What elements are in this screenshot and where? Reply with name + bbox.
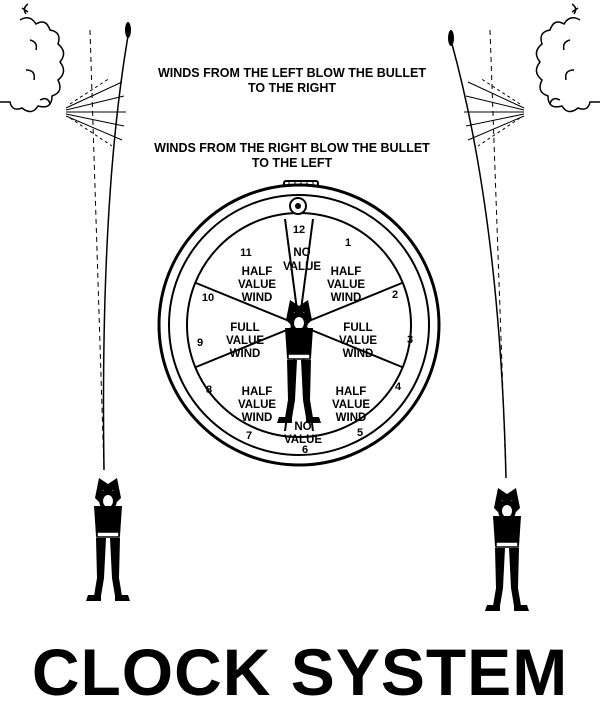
segment-label: WIND (242, 292, 273, 304)
segment-no-value-top: NO VALUE (283, 247, 321, 273)
left-bullet-trajectory (89, 29, 129, 471)
segment-full-value-right: FULL VALUE WIND (339, 322, 377, 360)
dial-number-8: 8 (206, 384, 212, 396)
left-wind-lines (65, 77, 126, 147)
dial-number-11: 11 (240, 247, 252, 259)
segment-label: VALUE (339, 335, 377, 347)
segment-label: VALUE (284, 434, 322, 446)
segment-no-value-bottom: NO VALUE (284, 421, 322, 446)
segment-label: HALF (242, 386, 273, 398)
left-wind-caption-line-2: TO THE RIGHT (248, 81, 336, 95)
right-shooter-figure (484, 487, 530, 612)
dial-number-4: 4 (395, 381, 402, 393)
segment-full-value-left: FULL VALUE WIND (226, 322, 264, 360)
watch-lug-pin (295, 203, 301, 209)
segment-label: HALF (331, 266, 362, 278)
segment-label: HALF (242, 266, 273, 278)
segment-label: FULL (230, 322, 259, 334)
right-bullet-trajectory (451, 29, 507, 479)
left-shooter-figure (85, 477, 131, 602)
page-title: CLOCK SYSTEM (31, 635, 569, 709)
segment-label: WIND (336, 412, 367, 424)
segment-label: NO (293, 247, 310, 259)
right-wind-caption-line-2: TO THE LEFT (252, 156, 333, 170)
segment-label: VALUE (327, 279, 365, 291)
segment-label: VALUE (238, 399, 276, 411)
segment-label: WIND (230, 348, 261, 360)
segment-half-value-upper-right: HALF VALUE WIND (327, 266, 365, 304)
segment-label: HALF (336, 386, 367, 398)
dial-number-1: 1 (345, 237, 351, 249)
segment-half-value-lower-right: HALF VALUE WIND (332, 386, 370, 424)
dial-number-12: 12 (293, 224, 305, 236)
segment-half-value-lower-left: HALF VALUE WIND (238, 386, 276, 424)
segment-label: VALUE (238, 279, 276, 291)
dial-numbers: 12 1 2 3 4 5 6 7 8 9 10 11 (197, 224, 413, 456)
dial-number-7: 7 (246, 430, 252, 442)
dial-number-5: 5 (357, 427, 363, 439)
right-wind-lines (464, 77, 525, 147)
right-wind-cloud (535, 3, 600, 113)
dial-number-6: 6 (302, 444, 308, 456)
segment-label: VALUE (283, 261, 321, 273)
dial-number-10: 10 (202, 292, 214, 304)
segment-label: VALUE (226, 335, 264, 347)
segment-label: FULL (343, 322, 372, 334)
segment-label: NO (294, 421, 311, 433)
watch-bezel-inner (168, 194, 430, 456)
dial-number-9: 9 (197, 337, 203, 349)
segment-label: WIND (343, 348, 374, 360)
left-bullet (125, 22, 131, 38)
dial-number-3: 3 (407, 334, 413, 346)
segment-label: WIND (331, 292, 362, 304)
right-wind-caption-line-1: WINDS FROM THE RIGHT BLOW THE BULLET (154, 141, 430, 155)
segment-label: WIND (242, 412, 273, 424)
left-wind-cloud (0, 3, 65, 113)
segment-half-value-upper-left: HALF VALUE WIND (238, 266, 276, 304)
left-wind-caption-line-1: WINDS FROM THE LEFT BLOW THE BULLET (158, 66, 426, 80)
dial-number-2: 2 (392, 289, 398, 301)
segment-label: VALUE (332, 399, 370, 411)
right-bullet (448, 30, 454, 46)
